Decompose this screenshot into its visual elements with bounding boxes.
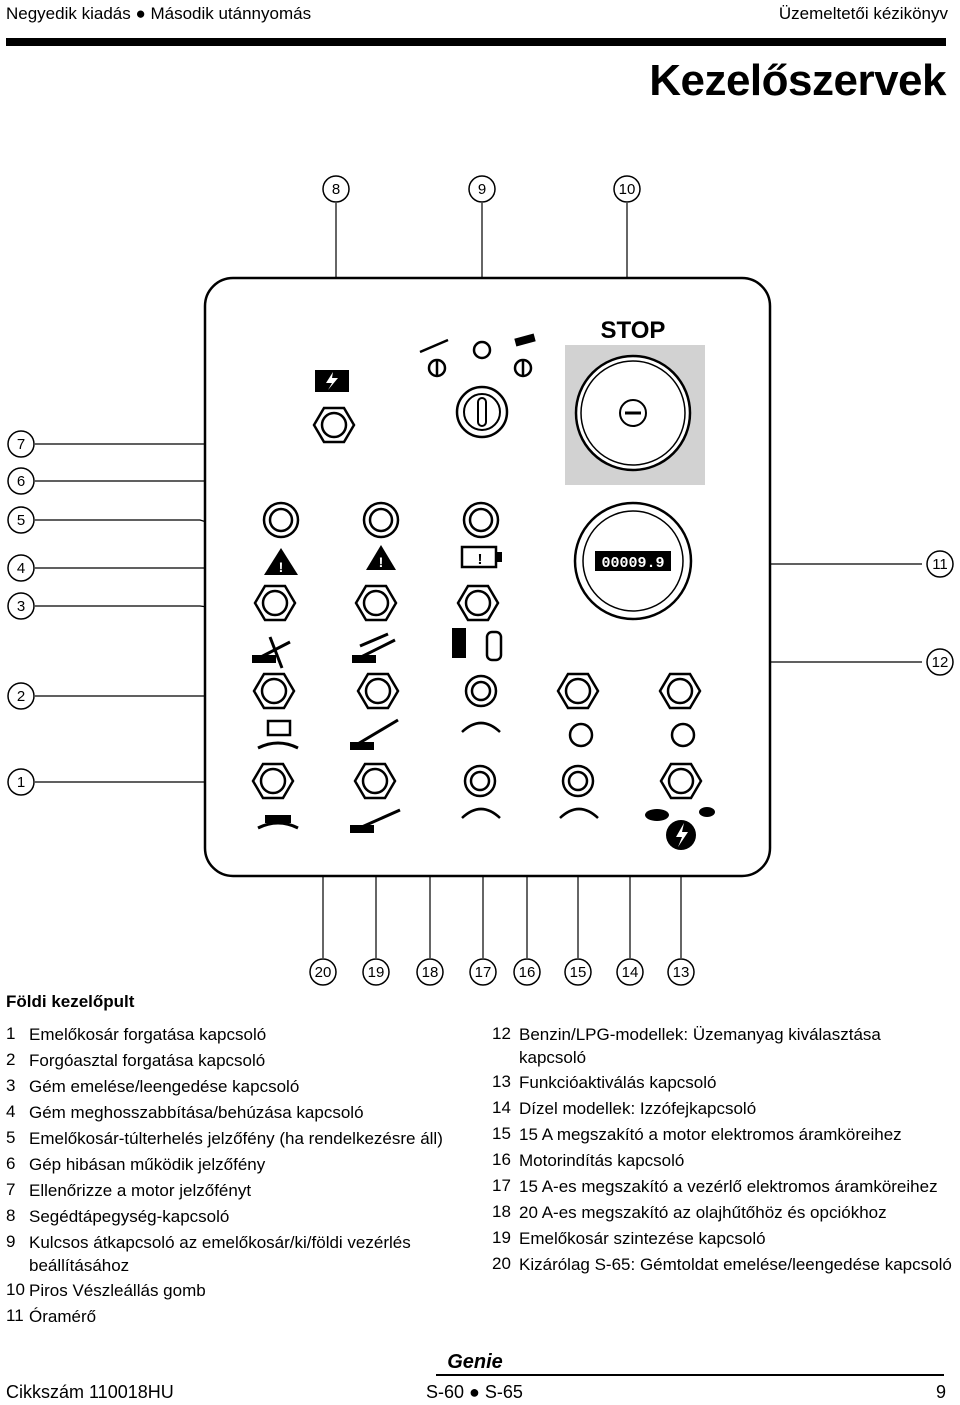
svg-text:!: ! [279, 559, 284, 575]
callout-13: 13 [667, 958, 695, 986]
page-number: 9 [935, 1382, 946, 1402]
svg-text:15: 15 [570, 964, 587, 981]
callout-14: 14 [616, 958, 644, 986]
warning-icon [366, 545, 396, 570]
callout-5: 5 [7, 506, 35, 534]
callout-3: 3 [7, 592, 35, 620]
genie-logo: Genie [447, 1351, 503, 1373]
header-edition: Negyedik kiadás ● Második utánnyomás [6, 4, 312, 23]
callout-12: 12 [926, 648, 954, 676]
footer-rule [436, 1374, 944, 1376]
svg-text:4: 4 [17, 560, 25, 577]
svg-text:3: 3 [17, 598, 25, 615]
svg-text:1: 1 [17, 774, 25, 791]
svg-text:16: 16 [519, 964, 536, 981]
callout-15: 15 [564, 958, 592, 986]
callout-2: 2 [7, 682, 35, 710]
callout-18: 18 [416, 958, 444, 986]
callout-20: 20 [309, 958, 337, 986]
svg-text:13: 13 [673, 964, 690, 981]
svg-text:6: 6 [17, 473, 25, 490]
platform-overload-icon [264, 548, 298, 575]
svg-text:2: 2 [17, 688, 25, 705]
ground-control-panel-diagram: STOP 00009.9 ! ! ! [7, 175, 954, 986]
svg-text:5: 5 [17, 512, 25, 529]
svg-text:7: 7 [17, 436, 25, 453]
svg-text:12: 12 [932, 654, 949, 671]
callout-8: 8 [322, 175, 350, 203]
svg-text:8: 8 [332, 181, 340, 198]
callout-19: 19 [362, 958, 390, 986]
engine-start-icon [568, 722, 594, 748]
svg-text:!: ! [478, 551, 483, 568]
legend-title: Földi kezelőpult [6, 992, 135, 1011]
part-number: Cikkszám 110018HU [6, 1382, 174, 1402]
svg-text:19: 19 [368, 964, 385, 981]
glow-plug-icon [670, 722, 696, 748]
callout-1: 1 [7, 768, 35, 796]
model-names: S-60 ● S-65 [426, 1382, 523, 1402]
page-title: Kezelőszervek [649, 56, 946, 105]
svg-text:9: 9 [478, 181, 486, 198]
svg-text:11: 11 [932, 556, 948, 573]
callout-9: 9 [468, 175, 496, 203]
svg-text:17: 17 [475, 964, 492, 981]
check-engine-icon: ! [460, 545, 502, 569]
svg-text:14: 14 [622, 964, 639, 981]
header-manual-title: Üzemeltetői kézikönyv [778, 4, 948, 23]
svg-text:10: 10 [619, 181, 636, 198]
callout-16: 16 [513, 958, 541, 986]
callout-17: 17 [469, 958, 497, 986]
svg-text:Genie: Genie [447, 1351, 503, 1373]
callout-11: 11 [926, 550, 954, 578]
header-rule [6, 38, 946, 46]
callout-7: 7 [7, 430, 35, 458]
rabbit-icon [699, 807, 715, 817]
fuel-select-icon [452, 628, 503, 662]
turtle-icon [645, 809, 669, 821]
svg-text:18: 18 [422, 964, 439, 981]
svg-text:!: ! [379, 554, 384, 570]
stop-label: STOP [601, 317, 666, 344]
svg-text:20: 20 [315, 964, 332, 981]
hour-meter-reading: 00009.9 [601, 555, 664, 572]
callout-6: 6 [7, 467, 35, 495]
callout-10: 10 [613, 175, 641, 203]
callout-4: 4 [7, 554, 35, 582]
